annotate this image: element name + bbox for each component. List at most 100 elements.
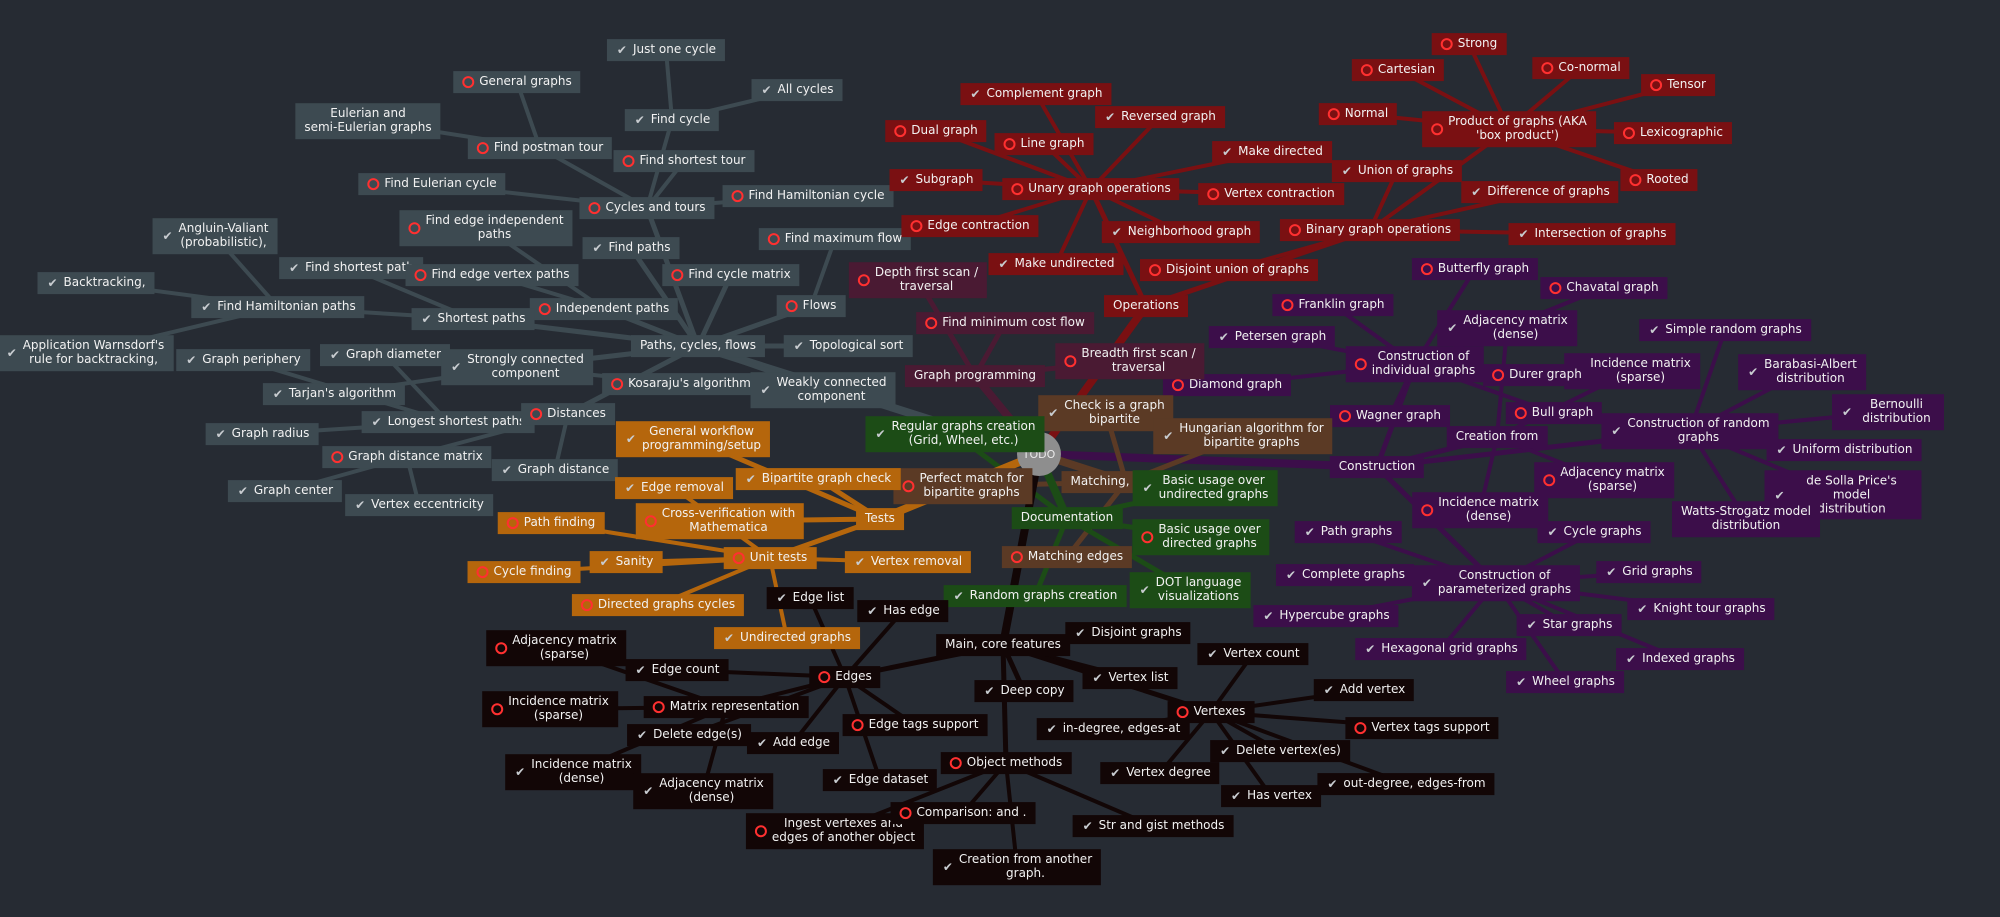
node-matrix-representation[interactable]: Matrix representation	[643, 696, 809, 718]
node-depth-first-scan-traversal[interactable]: Depth first scan / traversal	[848, 262, 988, 298]
node-hypercube-graphs[interactable]: ✔Hypercube graphs	[1253, 605, 1399, 627]
node-construction-of-random-graphs[interactable]: ✔Construction of random graphs	[1601, 413, 1779, 449]
branch-hub-tests[interactable]: Tests	[856, 508, 904, 530]
node-matching-edges[interactable]: Matching edges	[1001, 546, 1133, 568]
node-incidence-matrix-sparse[interactable]: Incidence matrix (sparse)	[1564, 353, 1700, 389]
node-graph-diameter[interactable]: ✔Graph diameter	[319, 344, 451, 366]
node-hexagonal-grid-graphs[interactable]: ✔Hexagonal grid graphs	[1355, 638, 1527, 660]
node-basic-usage-over-undirected-graphs[interactable]: ✔Basic usage over undirected graphs	[1132, 470, 1278, 506]
node-directed-graphs-cycles[interactable]: Directed graphs cycles	[571, 594, 745, 616]
node-barabasi-albert-distribution[interactable]: ✔Barabasi-Albert distribution	[1738, 354, 1866, 390]
node-incidence-matrix-dense[interactable]: Incidence matrix (dense)	[1412, 492, 1548, 528]
node-franklin-graph[interactable]: Franklin graph	[1272, 294, 1394, 316]
node-check-is-a-graph-bipartite[interactable]: ✔Check is a graph bipartite	[1038, 395, 1174, 431]
node-wheel-graphs[interactable]: ✔Wheel graphs	[1506, 671, 1624, 693]
node-line-graph[interactable]: Line graph	[994, 133, 1094, 155]
branch-hub-main-core-features[interactable]: Main, core features	[936, 634, 1070, 656]
node-subgraph[interactable]: ✔Subgraph	[889, 169, 983, 191]
node-strongly-connected-component[interactable]: ✔Strongly connected component	[441, 349, 593, 385]
node-cycle-graphs[interactable]: ✔Cycle graphs	[1537, 521, 1651, 543]
node-sanity[interactable]: ✔Sanity	[589, 551, 663, 573]
node-strong[interactable]: Strong	[1431, 33, 1507, 55]
node-neighborhood-graph[interactable]: ✔Neighborhood graph	[1101, 221, 1261, 243]
node-add-edge[interactable]: ✔Add edge	[746, 732, 840, 754]
node-indexed-graphs[interactable]: ✔Indexed graphs	[1616, 648, 1744, 670]
node-petersen-graph[interactable]: ✔Petersen graph	[1208, 326, 1336, 348]
node-adjacency-matrix-sparse[interactable]: Adjacency matrix (sparse)	[1534, 462, 1674, 498]
node-find-minimum-cost-flow[interactable]: Find minimum cost flow	[916, 312, 1094, 334]
branch-hub-construction[interactable]: Construction	[1329, 456, 1425, 478]
node-product-of-graphs-aka-box-product[interactable]: Product of graphs (AKA 'box product')	[1422, 111, 1596, 147]
node-find-edge-vertex-paths[interactable]: Find edge vertex paths	[405, 264, 579, 286]
node-find-cycle[interactable]: ✔Find cycle	[624, 109, 720, 131]
node-graph-radius[interactable]: ✔Graph radius	[205, 423, 319, 445]
node-complement-graph[interactable]: ✔Complement graph	[960, 83, 1112, 105]
node-edge-count[interactable]: ✔Edge count	[625, 659, 729, 681]
node-edge-dataset[interactable]: ✔Edge dataset	[822, 769, 938, 791]
node-topological-sort[interactable]: ✔Topological sort	[783, 335, 913, 357]
node-has-edge[interactable]: ✔Has edge	[857, 600, 949, 622]
node-unary-graph-operations[interactable]: Unary graph operations	[1002, 178, 1180, 200]
node-has-vertex[interactable]: ✔Has vertex	[1221, 785, 1321, 807]
node-delete-vertex-es[interactable]: ✔Delete vertex(es)	[1210, 740, 1350, 762]
node-adjacency-matrix-dense[interactable]: ✔Adjacency matrix (dense)	[633, 773, 773, 809]
node-edge-contraction[interactable]: Edge contraction	[901, 215, 1039, 237]
node-independent-paths[interactable]: Independent paths	[529, 298, 679, 320]
node-make-directed[interactable]: ✔Make directed	[1212, 141, 1332, 163]
node-undirected-graphs[interactable]: ✔Undirected graphs	[714, 627, 860, 649]
node-vertexes[interactable]: Vertexes	[1167, 701, 1255, 723]
node-disjoint-union-of-graphs[interactable]: Disjoint union of graphs	[1139, 259, 1319, 281]
node-backtracking[interactable]: ✔Backtracking,	[37, 272, 155, 294]
node-hungarian-algorithm-for-bipartite-graphs[interactable]: ✔Hungarian algorithm for bipartite graph…	[1153, 418, 1333, 454]
node-just-one-cycle[interactable]: ✔Just one cycle	[606, 39, 726, 61]
node-dual-graph[interactable]: Dual graph	[885, 120, 987, 142]
node-adjacency-matrix-sparse[interactable]: Adjacency matrix (sparse)	[486, 630, 626, 666]
node-knight-tour-graphs[interactable]: ✔Knight tour graphs	[1627, 598, 1775, 620]
node-edge-list[interactable]: ✔Edge list	[766, 587, 854, 609]
node-path-graphs[interactable]: ✔Path graphs	[1294, 521, 1402, 543]
node-diamond-graph[interactable]: Diamond graph	[1162, 374, 1292, 396]
node-find-shortest-path[interactable]: ✔Find shortest path	[279, 257, 423, 279]
node-vertex-removal[interactable]: ✔Vertex removal	[844, 551, 972, 573]
node-find-hamiltonian-paths[interactable]: ✔Find Hamiltonian paths	[191, 296, 365, 318]
node-make-undirected[interactable]: ✔Make undirected	[988, 253, 1124, 275]
node-vertex-count[interactable]: ✔Vertex count	[1197, 643, 1309, 665]
node-cartesian[interactable]: Cartesian	[1351, 59, 1445, 81]
branch-hub-paths-cycles-flows[interactable]: Paths, cycles, flows	[630, 335, 766, 357]
node-all-cycles[interactable]: ✔All cycles	[751, 79, 843, 101]
node-creation-from-another-graph[interactable]: ✔Creation from another graph.	[932, 849, 1102, 885]
node-tarjan-s-algorithm[interactable]: ✔Tarjan's algorithm	[262, 383, 406, 405]
node-vertex-degree[interactable]: ✔Vertex degree	[1100, 762, 1220, 784]
node-co-normal[interactable]: Co-normal	[1532, 57, 1630, 79]
node-deep-copy[interactable]: ✔Deep copy	[974, 680, 1074, 702]
node-flows[interactable]: Flows	[776, 295, 846, 317]
node-shortest-paths[interactable]: ✔Shortest paths	[411, 308, 535, 330]
node-reversed-graph[interactable]: ✔Reversed graph	[1095, 106, 1225, 128]
node-object-methods[interactable]: Object methods	[940, 752, 1072, 774]
node-find-paths[interactable]: ✔Find paths	[582, 237, 680, 259]
node-longest-shortest-paths[interactable]: ✔Longest shortest paths	[361, 411, 535, 433]
node-intersection-of-graphs[interactable]: ✔Intersection of graphs	[1508, 223, 1676, 245]
node-vertex-list[interactable]: ✔Vertex list	[1082, 667, 1178, 689]
node-grid-graphs[interactable]: ✔Grid graphs	[1596, 561, 1702, 583]
node-basic-usage-over-directed-graphs[interactable]: Basic usage over directed graphs	[1132, 519, 1270, 555]
node-edge-removal[interactable]: ✔Edge removal	[615, 477, 733, 499]
node-find-postman-tour[interactable]: Find postman tour	[467, 137, 613, 159]
node-cross-verification-with-mathematica[interactable]: Cross-verification with Mathematica	[635, 503, 805, 539]
node-union-of-graphs[interactable]: ✔Union of graphs	[1331, 160, 1463, 182]
node-uniform-distribution[interactable]: ✔Uniform distribution	[1766, 439, 1922, 461]
node-delete-edge-s[interactable]: ✔Delete edge(s)	[627, 724, 751, 746]
node-dot-language-visualizations[interactable]: ✔DOT language visualizations	[1129, 572, 1251, 608]
node-graph-center[interactable]: ✔Graph center	[227, 480, 343, 502]
node-lexicographic[interactable]: Lexicographic	[1613, 122, 1733, 144]
node-cycles-and-tours[interactable]: Cycles and tours	[579, 197, 715, 219]
branch-hub-graph-programming[interactable]: Graph programming	[904, 365, 1046, 387]
node-add-vertex[interactable]: ✔Add vertex	[1313, 679, 1415, 701]
node-str-and-gist-methods[interactable]: ✔Str and gist methods	[1072, 815, 1234, 837]
node-construction-of-parameterized-graphs[interactable]: ✔Construction of parameterized graphs	[1411, 565, 1581, 601]
node-kosaraju-s-algorithm[interactable]: Kosaraju's algorithm	[602, 373, 760, 395]
branch-hub-operations[interactable]: Operations	[1104, 295, 1188, 317]
node-eulerian-and-semi-eulerian-graphs[interactable]: Eulerian and semi-Eulerian graphs	[295, 103, 441, 139]
node-cycle-finding[interactable]: Cycle finding	[467, 561, 581, 583]
node-incidence-matrix-dense[interactable]: ✔Incidence matrix (dense)	[505, 754, 641, 790]
